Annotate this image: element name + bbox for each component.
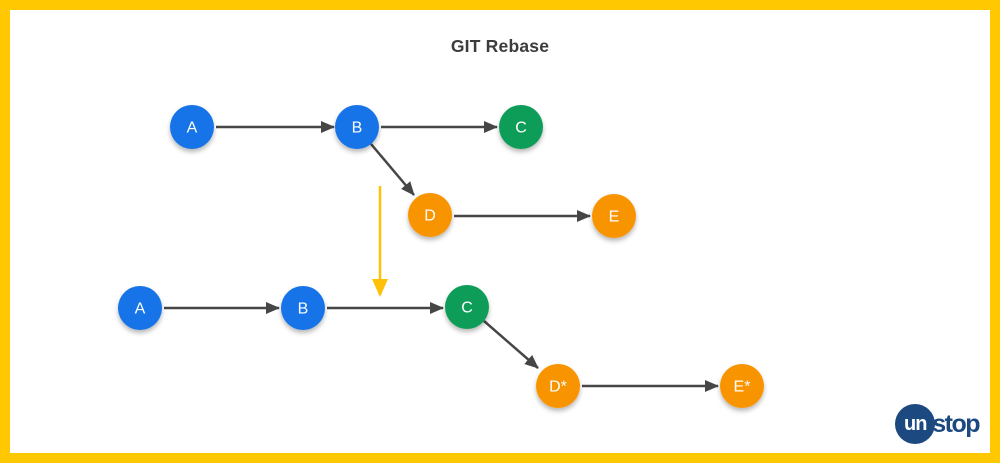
bottom-commit-e-star-circle	[720, 364, 764, 408]
top-commit-a-circle	[170, 105, 214, 149]
bottom-commit-a-label: A	[135, 301, 146, 318]
bottom-commit-c-circle	[445, 285, 489, 329]
bottom-commit-a: A	[118, 286, 162, 330]
top-commit-b: B	[335, 105, 379, 149]
rebase-diagram: A B C D E A B C D* E*	[118, 105, 764, 408]
unstop-logo-suffix: stop	[932, 409, 980, 438]
top-commit-c-circle	[499, 105, 543, 149]
bottom-commit-c: C	[445, 285, 489, 329]
top-commit-e-circle	[592, 194, 636, 238]
top-commit-e-label: E	[609, 209, 620, 226]
top-commit-c-label: C	[515, 120, 527, 137]
bottom-edge-c-to-dstar	[483, 320, 539, 369]
top-commit-b-label: B	[352, 120, 363, 137]
bottom-commit-c-label: C	[461, 300, 473, 317]
top-commit-a-label: A	[187, 120, 198, 137]
top-commit-d-label: D	[424, 208, 436, 225]
bottom-commit-d-star: D*	[536, 364, 580, 408]
bottom-commit-a-circle	[118, 286, 162, 330]
unstop-logo-circle: un	[895, 404, 936, 444]
bottom-commit-b-circle	[281, 286, 325, 330]
bottom-commit-d-star-circle	[536, 364, 580, 408]
diagram-title: GIT Rebase	[450, 36, 550, 56]
bottom-commit-b-label: B	[298, 301, 309, 318]
top-commit-e: E	[592, 194, 636, 238]
top-commit-a: A	[170, 105, 214, 149]
top-commit-d-circle	[408, 193, 452, 237]
unstop-logo-prefix: un	[904, 412, 927, 435]
top-commit-c: C	[499, 105, 543, 149]
bottom-commit-d-star-label: D*	[549, 379, 567, 396]
top-edge-b-to-d	[370, 143, 415, 196]
unstop-logo: un stop	[895, 404, 980, 444]
bottom-commit-b: B	[281, 286, 325, 330]
top-commit-b-circle	[335, 105, 379, 149]
bottom-commit-e-star-label: E*	[734, 379, 751, 396]
bottom-commit-e-star: E*	[720, 364, 764, 408]
top-commit-d: D	[408, 193, 452, 237]
